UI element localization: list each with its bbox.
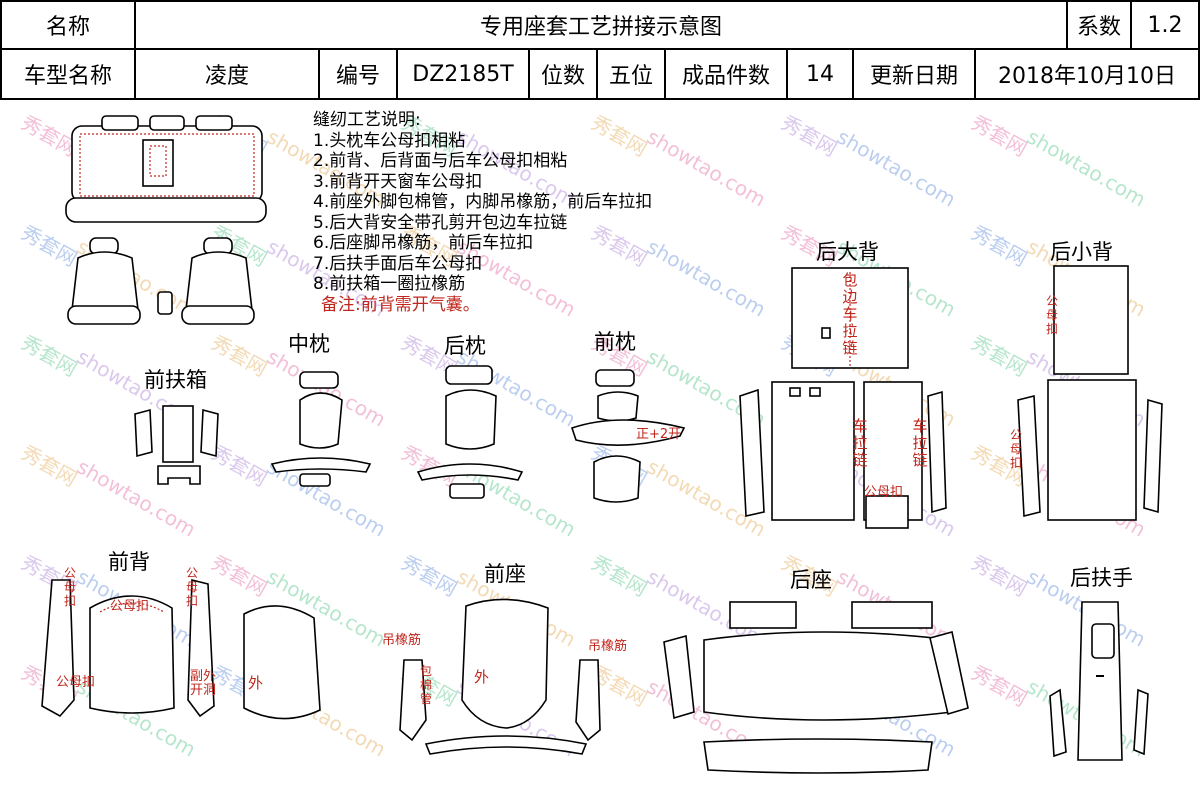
front-armbox-pieces	[134, 405, 219, 485]
assembled-rear-seat-icon	[65, 115, 267, 223]
label-male-female-big-back: 公母扣	[864, 485, 904, 500]
label-male-female-small-back: 公母扣	[1045, 294, 1058, 336]
title-front-armbox: 前扶箱	[144, 368, 207, 392]
seats-value: 五位	[596, 48, 666, 100]
label-male-female-small-side: 公母扣	[1009, 428, 1022, 470]
name-label: 名称	[0, 0, 136, 50]
header-table: 名称 专用座套工艺拼接示意图 系数 1.2 车型名称 凌度 编号 DZ2185T…	[0, 0, 1200, 100]
title-front-back: 前背	[108, 550, 150, 574]
mid-pillow-pieces	[270, 371, 372, 487]
note-item-3: 3.前背开天窗车公母扣	[313, 171, 483, 192]
notes-remark: 备注:前背需开气囊。	[321, 294, 480, 315]
notes-heading: 缝纫工艺说明:	[313, 110, 421, 130]
note-item-4: 4.前座外脚包棉管，内脚吊橡筋，前后车拉扣	[313, 192, 653, 212]
coef-value: 1.2	[1130, 0, 1200, 50]
label-outer-front-seat: 外	[474, 668, 490, 686]
model-label: 车型名称	[0, 48, 136, 100]
note-item-8: 8.前扶箱一圈拉橡筋	[313, 274, 466, 294]
label-binding-zipper: 包边车拉链	[842, 271, 858, 357]
label-side-open: 副外开洞	[190, 669, 217, 698]
title-front-seat: 前座	[484, 562, 526, 586]
date-value: 2018年10月10日	[974, 48, 1200, 100]
sewing-notes: 缝纫工艺说明: 1.头枕车公母扣相粘 2.前背、后背面与后车公母扣相粘 3.前背…	[313, 110, 652, 315]
title-rear-small-back: 后小背	[1050, 240, 1113, 264]
label-outer-front-back: 外	[248, 674, 264, 692]
label-male-female-fb-right: 公母扣	[185, 566, 198, 608]
label-slot: 正+2开	[636, 427, 682, 442]
rear-armrest-pieces	[1049, 601, 1149, 761]
label-zipper-left: 车拉链	[852, 417, 868, 469]
front-pillow-pieces	[570, 369, 686, 503]
title-rear-pillow: 后枕	[444, 334, 486, 358]
label-zipper-right: 车拉链	[912, 417, 928, 469]
title-front-pillow: 前枕	[594, 330, 636, 354]
label-cotton-tube: 包棉管	[419, 664, 432, 706]
model-value: 凌度	[134, 48, 320, 100]
label-elastic-right: 吊橡筋	[588, 639, 628, 654]
rear-seat-pieces	[663, 601, 969, 774]
rear-small-back-pieces	[1017, 265, 1163, 521]
note-item-7: 7.后扶手面后车公母扣	[313, 253, 483, 274]
code-value: DZ2185T	[396, 48, 530, 100]
label-male-female-fb-top: 公母扣	[110, 599, 150, 614]
note-item-5: 5.后大背安全带孔剪开包边车拉链	[313, 212, 568, 233]
note-item-6: 6.后座脚吊橡筋，前后车拉扣	[313, 233, 534, 253]
seats-label: 位数	[528, 48, 598, 100]
title-rear-seat: 后座	[790, 568, 832, 592]
note-item-1: 1.头枕车公母扣相粘	[313, 130, 466, 151]
note-item-2: 2.前背、后背面与后车公母扣相粘	[313, 151, 568, 171]
label-male-female-fb-left: 公母扣	[63, 566, 76, 608]
rear-big-back-pieces	[739, 267, 947, 529]
label-male-female-fb-bottom: 公母扣	[56, 675, 96, 690]
date-label: 更新日期	[852, 48, 976, 100]
title-mid-pillow: 中枕	[288, 332, 330, 356]
label-elastic-left: 吊橡筋	[382, 633, 422, 648]
front-seat-pieces	[399, 598, 601, 755]
rear-pillow-pieces	[416, 365, 524, 499]
front-back-pieces	[41, 578, 321, 720]
code-label: 编号	[318, 48, 398, 100]
title-rear-big-back: 后大背	[816, 240, 879, 264]
title-rear-armrest: 后扶手	[1070, 566, 1133, 590]
assembled-front-seats-icon	[67, 237, 255, 325]
